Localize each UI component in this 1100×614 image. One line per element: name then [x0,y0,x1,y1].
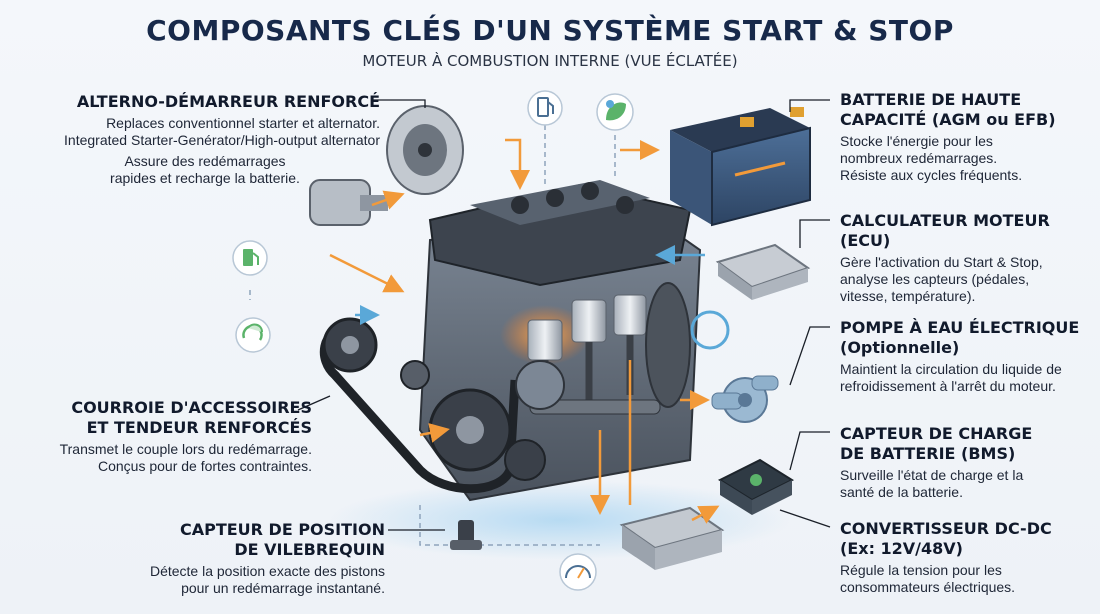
label-courroie-title-2: ET TENDEUR RENFORCÉS [86,418,312,437]
label-courroie-title-1: COURROIE D'ACCESSOIRES [71,398,312,417]
ecu-module [715,243,811,300]
label-pompe-title-2: (Optionnelle) [840,338,960,357]
label-ecu-line-2: analyse les capteurs (pédales, [840,271,1030,287]
label-batterie-title-1: BATTERIE DE HAUTE [840,90,1022,109]
starter-generator [309,105,464,226]
leader-lines [297,99,831,531]
eco-leaf-icon [596,93,634,131]
label-alterno-title: ALTERNO-DÉMARREUR RENFORCÉ [76,92,380,111]
label-bms-title-1: CAPTEUR DE CHARGE [840,424,1033,443]
label-alterno-line-3: Assure des redémarrages [124,153,286,169]
gauge-icon [559,553,597,591]
label-ecu-title: CALCULATEUR MOTEUR (ECU) [840,211,1050,250]
electric-water-pump [711,375,779,423]
label-ecu-line-3: vitesse, température). [840,288,976,304]
label-bms-title-2: DE BATTERIE (BMS) [840,444,1016,463]
label-pompe: POMPE À EAU ÉLECTRIQUE (Optionnelle) Mai… [840,318,1095,395]
label-vilebrequin-title-2: DE VILEBREQUIN [234,540,385,559]
crankshaft-sensor [450,520,482,550]
label-alterno-line-1: Replaces conventionnel starter et altern… [106,115,380,131]
circuit-lines [249,125,616,546]
label-alterno-line-4: rapides et recharge la batterie. [110,170,300,186]
fuel-station-icon [232,240,268,276]
label-vilebrequin-line-2: pour un redémarrage instantané. [181,580,385,596]
eco-recycle-icon [235,317,271,353]
battery-charge-sensor [717,458,795,515]
fuel-pump-icon [527,90,563,126]
label-batterie-title-2: CAPACITÉ (AGM ou EFB) [840,110,1056,129]
label-alterno-line-2: Integrated Starter-Genérator/High-output… [64,132,380,148]
page-subtitle: MOTEUR À COMBUSTION INTERNE (VUE ÉCLATÉE… [362,52,738,70]
label-dcdc-line-1: Régule la tension pour les [840,562,1002,578]
label-vilebrequin-line-1: Détecte la position exacte des pistons [149,563,385,579]
label-batterie: BATTERIE DE HAUTE CAPACITÉ (AGM ou EFB) … [840,90,1090,184]
label-courroie-line-1: Transmet le couple lors du redémarrage. [59,441,312,457]
label-batterie-line-2: nombreux redémarrages. [840,150,998,166]
label-dcdc-title-1: CONVERTISSEUR DC-DC [840,519,1052,538]
label-pompe-title-1: POMPE À EAU ÉLECTRIQUE [840,318,1080,337]
label-courroie: COURROIE D'ACCESSOIRES ET TENDEUR RENFOR… [20,398,312,475]
label-pompe-line-2: refroidissement à l'arrêt du moteur. [840,378,1056,394]
label-bms-line-2: santé de la batterie. [840,484,963,500]
label-alterno-demarreur: ALTERNO-DÉMARREUR RENFORCÉ Replaces conv… [30,92,380,187]
label-bms-line-1: Surveille l'état de charge et la [840,467,1024,483]
label-courroie-line-2: Conçus pour de fortes contraintes. [97,458,312,474]
label-vilebrequin: CAPTEUR DE POSITION DE VILEBREQUIN Détec… [100,520,385,597]
accessory-belt-drive [319,317,565,494]
label-dcdc-line-2: consommateurs électriques. [840,579,1016,595]
page-title: COMPOSANTS CLÉS D'UN SYSTÈME START & STO… [146,14,954,47]
label-batterie-line-3: Résiste aux cycles fréquents. [840,167,1023,183]
sensor-ring [690,310,730,350]
label-ecu: CALCULATEUR MOTEUR (ECU) Gère l'activati… [840,211,1095,305]
label-ecu-line-1: Gère l'activation du Start & Stop, [840,254,1043,270]
label-dcdc: CONVERTISSEUR DC-DC (Ex: 12V/48V) Régule… [840,519,1095,596]
label-dcdc-title-2: (Ex: 12V/48V) [840,539,963,558]
flow-arrows [329,138,720,524]
label-bms: CAPTEUR DE CHARGE DE BATTERIE (BMS) Surv… [840,424,1095,501]
label-pompe-line-1: Maintient la circulation du liquide de [840,361,1062,377]
label-batterie-line-1: Stocke l'énergie pour les [840,133,993,149]
high-capacity-battery [670,107,811,227]
label-vilebrequin-title-1: CAPTEUR DE POSITION [179,520,385,539]
